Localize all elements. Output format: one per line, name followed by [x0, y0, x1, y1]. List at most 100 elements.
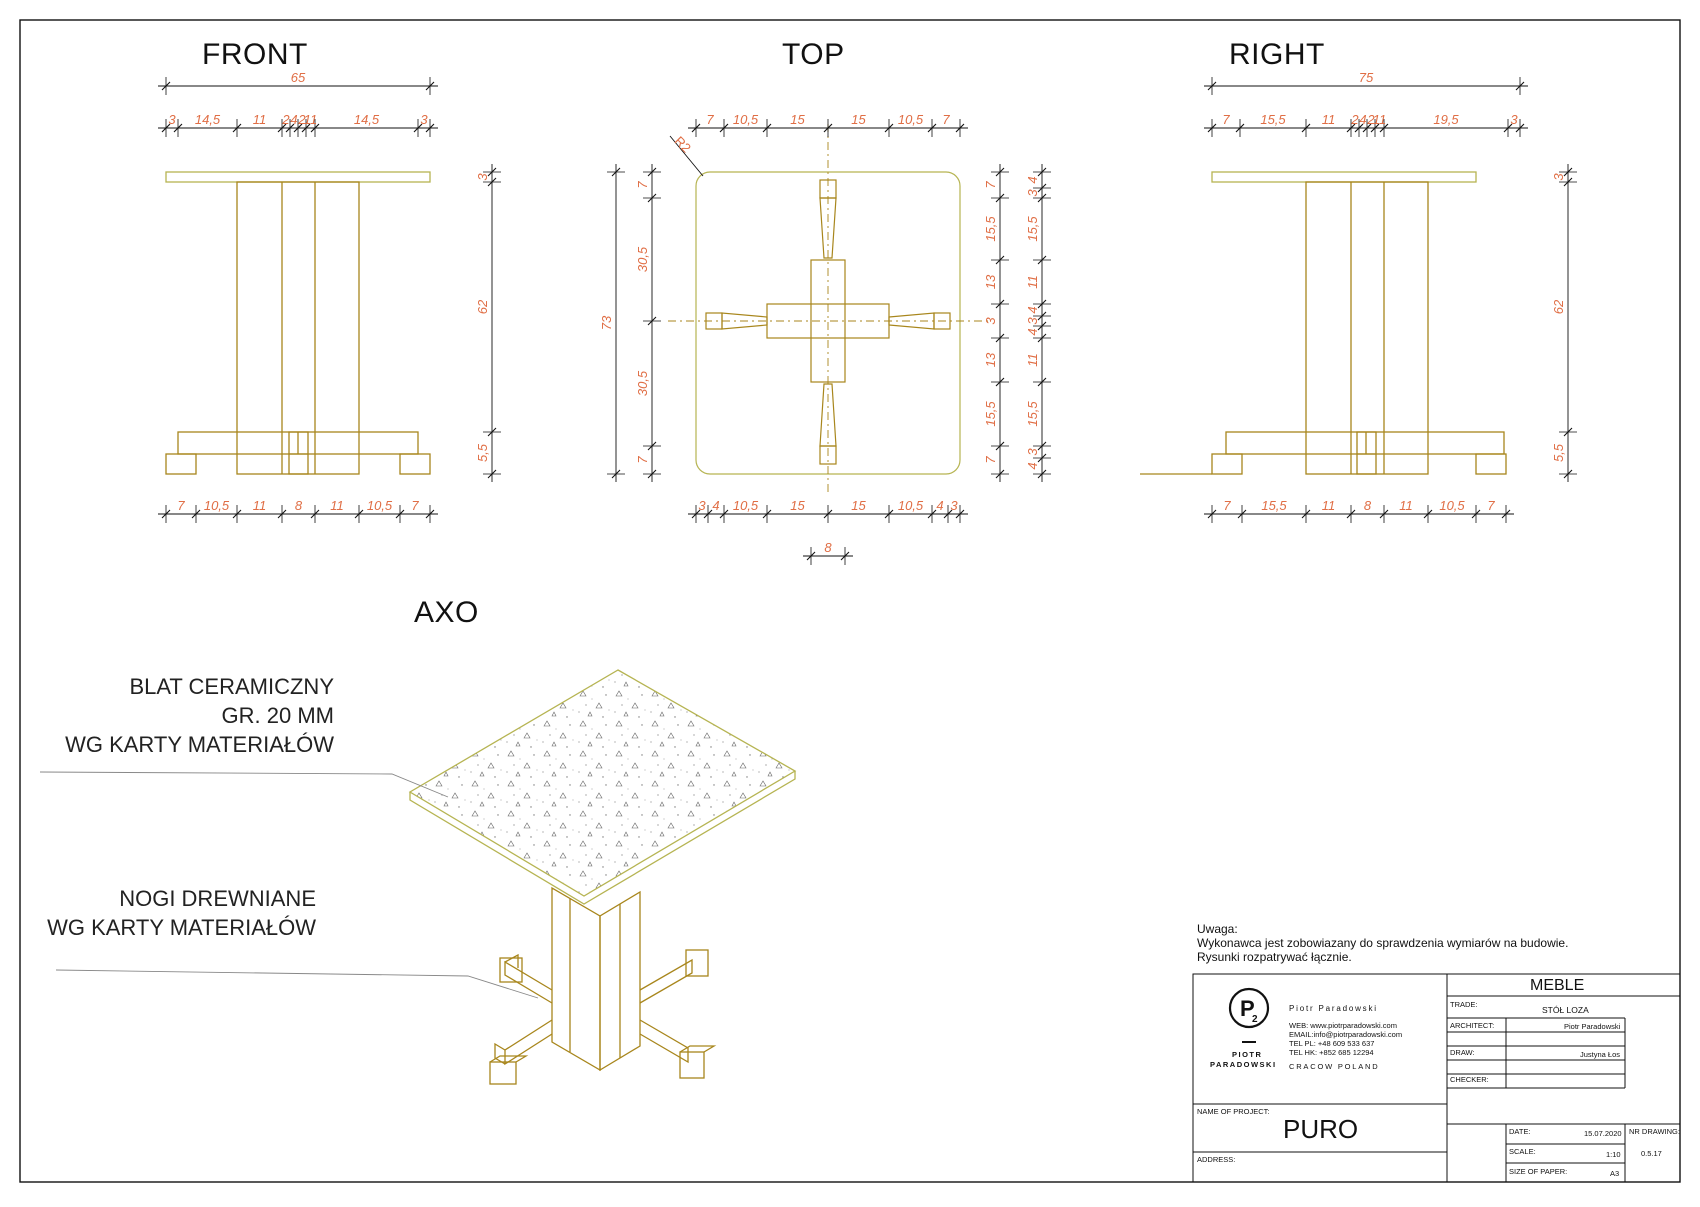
dim-top_left: 730,530,57 [635, 164, 661, 482]
dim-label: 11 [330, 498, 344, 513]
callout-legs-line2: WG KARTY MATERIAŁÓW [47, 915, 316, 940]
dim-label: 15 [851, 112, 866, 127]
top-view-title: TOP [782, 38, 845, 71]
dim-label: 2 [1350, 112, 1359, 127]
paper-value: A3 [1610, 1169, 1620, 1178]
dim-label: 7 [411, 498, 419, 513]
dim-label: 5,5 [1551, 443, 1566, 462]
dim-label: 3 [1510, 112, 1518, 127]
callout-tabletop-line2: GR. 20 MM [221, 703, 334, 728]
builder-note: Uwaga: Wykonawca jest zobowiazany do spr… [1197, 922, 1568, 964]
dim-label: 7 [1222, 112, 1230, 127]
dim-label: 4 [1025, 328, 1040, 335]
callout-legs-line1: NOGI DREWNIANE [119, 886, 316, 911]
architect-label: ARCHITECT: [1450, 1021, 1495, 1030]
dim-label: 3 [950, 498, 958, 513]
dim-label: 7 [635, 456, 650, 464]
dim-label: 4 [1359, 112, 1366, 127]
dim-label: 8 [824, 540, 832, 555]
dim-front_top: 65 [158, 70, 438, 95]
dim-label: 3 [1025, 317, 1040, 325]
dim-label: 8 [295, 498, 303, 513]
architect-value: Piotr Paradowski [1564, 1022, 1621, 1031]
dim-label: 15,5 [1261, 498, 1287, 513]
right-foot-bar [1225, 431, 1505, 455]
dim-label: 10,5 [733, 498, 759, 513]
dim-label: 75 [1359, 70, 1374, 85]
dim-label: 10,5 [367, 498, 393, 513]
draw-label: DRAW: [1450, 1048, 1475, 1057]
dim-label: 15,5 [1025, 401, 1040, 427]
callout-legs: NOGI DREWNIANE WG KARTY MATERIAŁÓW [47, 884, 316, 942]
dim-label: 62 [475, 299, 490, 314]
front-view [165, 171, 431, 475]
dim-label: 3 [1025, 189, 1040, 197]
dim-label: 11 [1025, 275, 1040, 289]
checker-label: CHECKER: [1450, 1075, 1489, 1084]
dim-label: 14,5 [354, 112, 380, 127]
dim-label: 10,5 [204, 498, 230, 513]
callout-tabletop-line3: WG KARTY MATERIAŁÓW [65, 732, 334, 757]
top-cross-horizontal [766, 303, 890, 339]
dim-label: 3 [1551, 173, 1566, 181]
dim-label: 3 [1025, 448, 1040, 456]
dim-label: 3 [698, 498, 706, 513]
dim-label: 4 [936, 498, 943, 513]
company-logo: P 2 [1228, 987, 1270, 1043]
dim-label: 11 [1399, 498, 1413, 513]
top-cross-vertical [810, 259, 846, 383]
dim-label: 11 [1025, 353, 1040, 367]
dim-label: 7 [177, 498, 185, 513]
front-column [236, 181, 360, 475]
project-label: NAME OF PROJECT: [1197, 1107, 1270, 1116]
paper-label: SIZE OF PAPER: [1509, 1167, 1568, 1176]
top-view [668, 124, 988, 496]
dim-label: 7 [942, 112, 950, 127]
axo-column-front [551, 886, 601, 1072]
dim-label: 7 [983, 181, 998, 189]
dim-right_top: 75 [1204, 70, 1528, 95]
right-foot-right [1475, 453, 1507, 475]
dim-label: 4 [1025, 306, 1040, 313]
trade-label: TRADE: [1450, 1000, 1478, 1009]
dim-label: 4 [1025, 462, 1040, 469]
dim-label: 15,5 [1025, 216, 1040, 242]
dim-label: 2 [297, 112, 306, 127]
dim-label: 30,5 [635, 246, 650, 272]
right-tabletop [1211, 171, 1477, 183]
note-line2: Wykonawca jest zobowiazany do sprawdzeni… [1197, 936, 1569, 950]
dim-label: 15,5 [983, 216, 998, 242]
logo-letter: P [1240, 996, 1255, 1021]
dim-label: 13 [983, 274, 998, 289]
right-view [1140, 171, 1507, 475]
dim-label: 10,5 [898, 112, 924, 127]
dim-label: 14,5 [195, 112, 221, 127]
dim-label: 11 [1373, 112, 1387, 127]
right-foot-left [1211, 453, 1243, 475]
dim-label: 2 [1366, 112, 1375, 127]
radius-leader: R2 [669, 133, 704, 177]
note-line1: Uwaga: [1197, 922, 1238, 936]
right-view-title: RIGHT [1229, 38, 1325, 71]
dim-label: 13 [983, 352, 998, 367]
company-city: CRACOW POLAND [1289, 1062, 1380, 1071]
callout-tabletop: BLAT CERAMICZNY GR. 20 MM WG KARTY MATER… [65, 672, 334, 759]
address-label: ADDRESS: [1197, 1155, 1236, 1164]
dim-label: 3 [983, 317, 998, 325]
scale-label: SCALE: [1509, 1147, 1536, 1156]
dim-top_left_total: 73 [599, 164, 625, 482]
dim-label: 2 [281, 112, 290, 127]
dim-label: 7 [1487, 498, 1495, 513]
sheet-frame [19, 19, 1681, 1183]
dim-label: 62 [1551, 299, 1566, 314]
axo-tabletop [408, 669, 797, 897]
